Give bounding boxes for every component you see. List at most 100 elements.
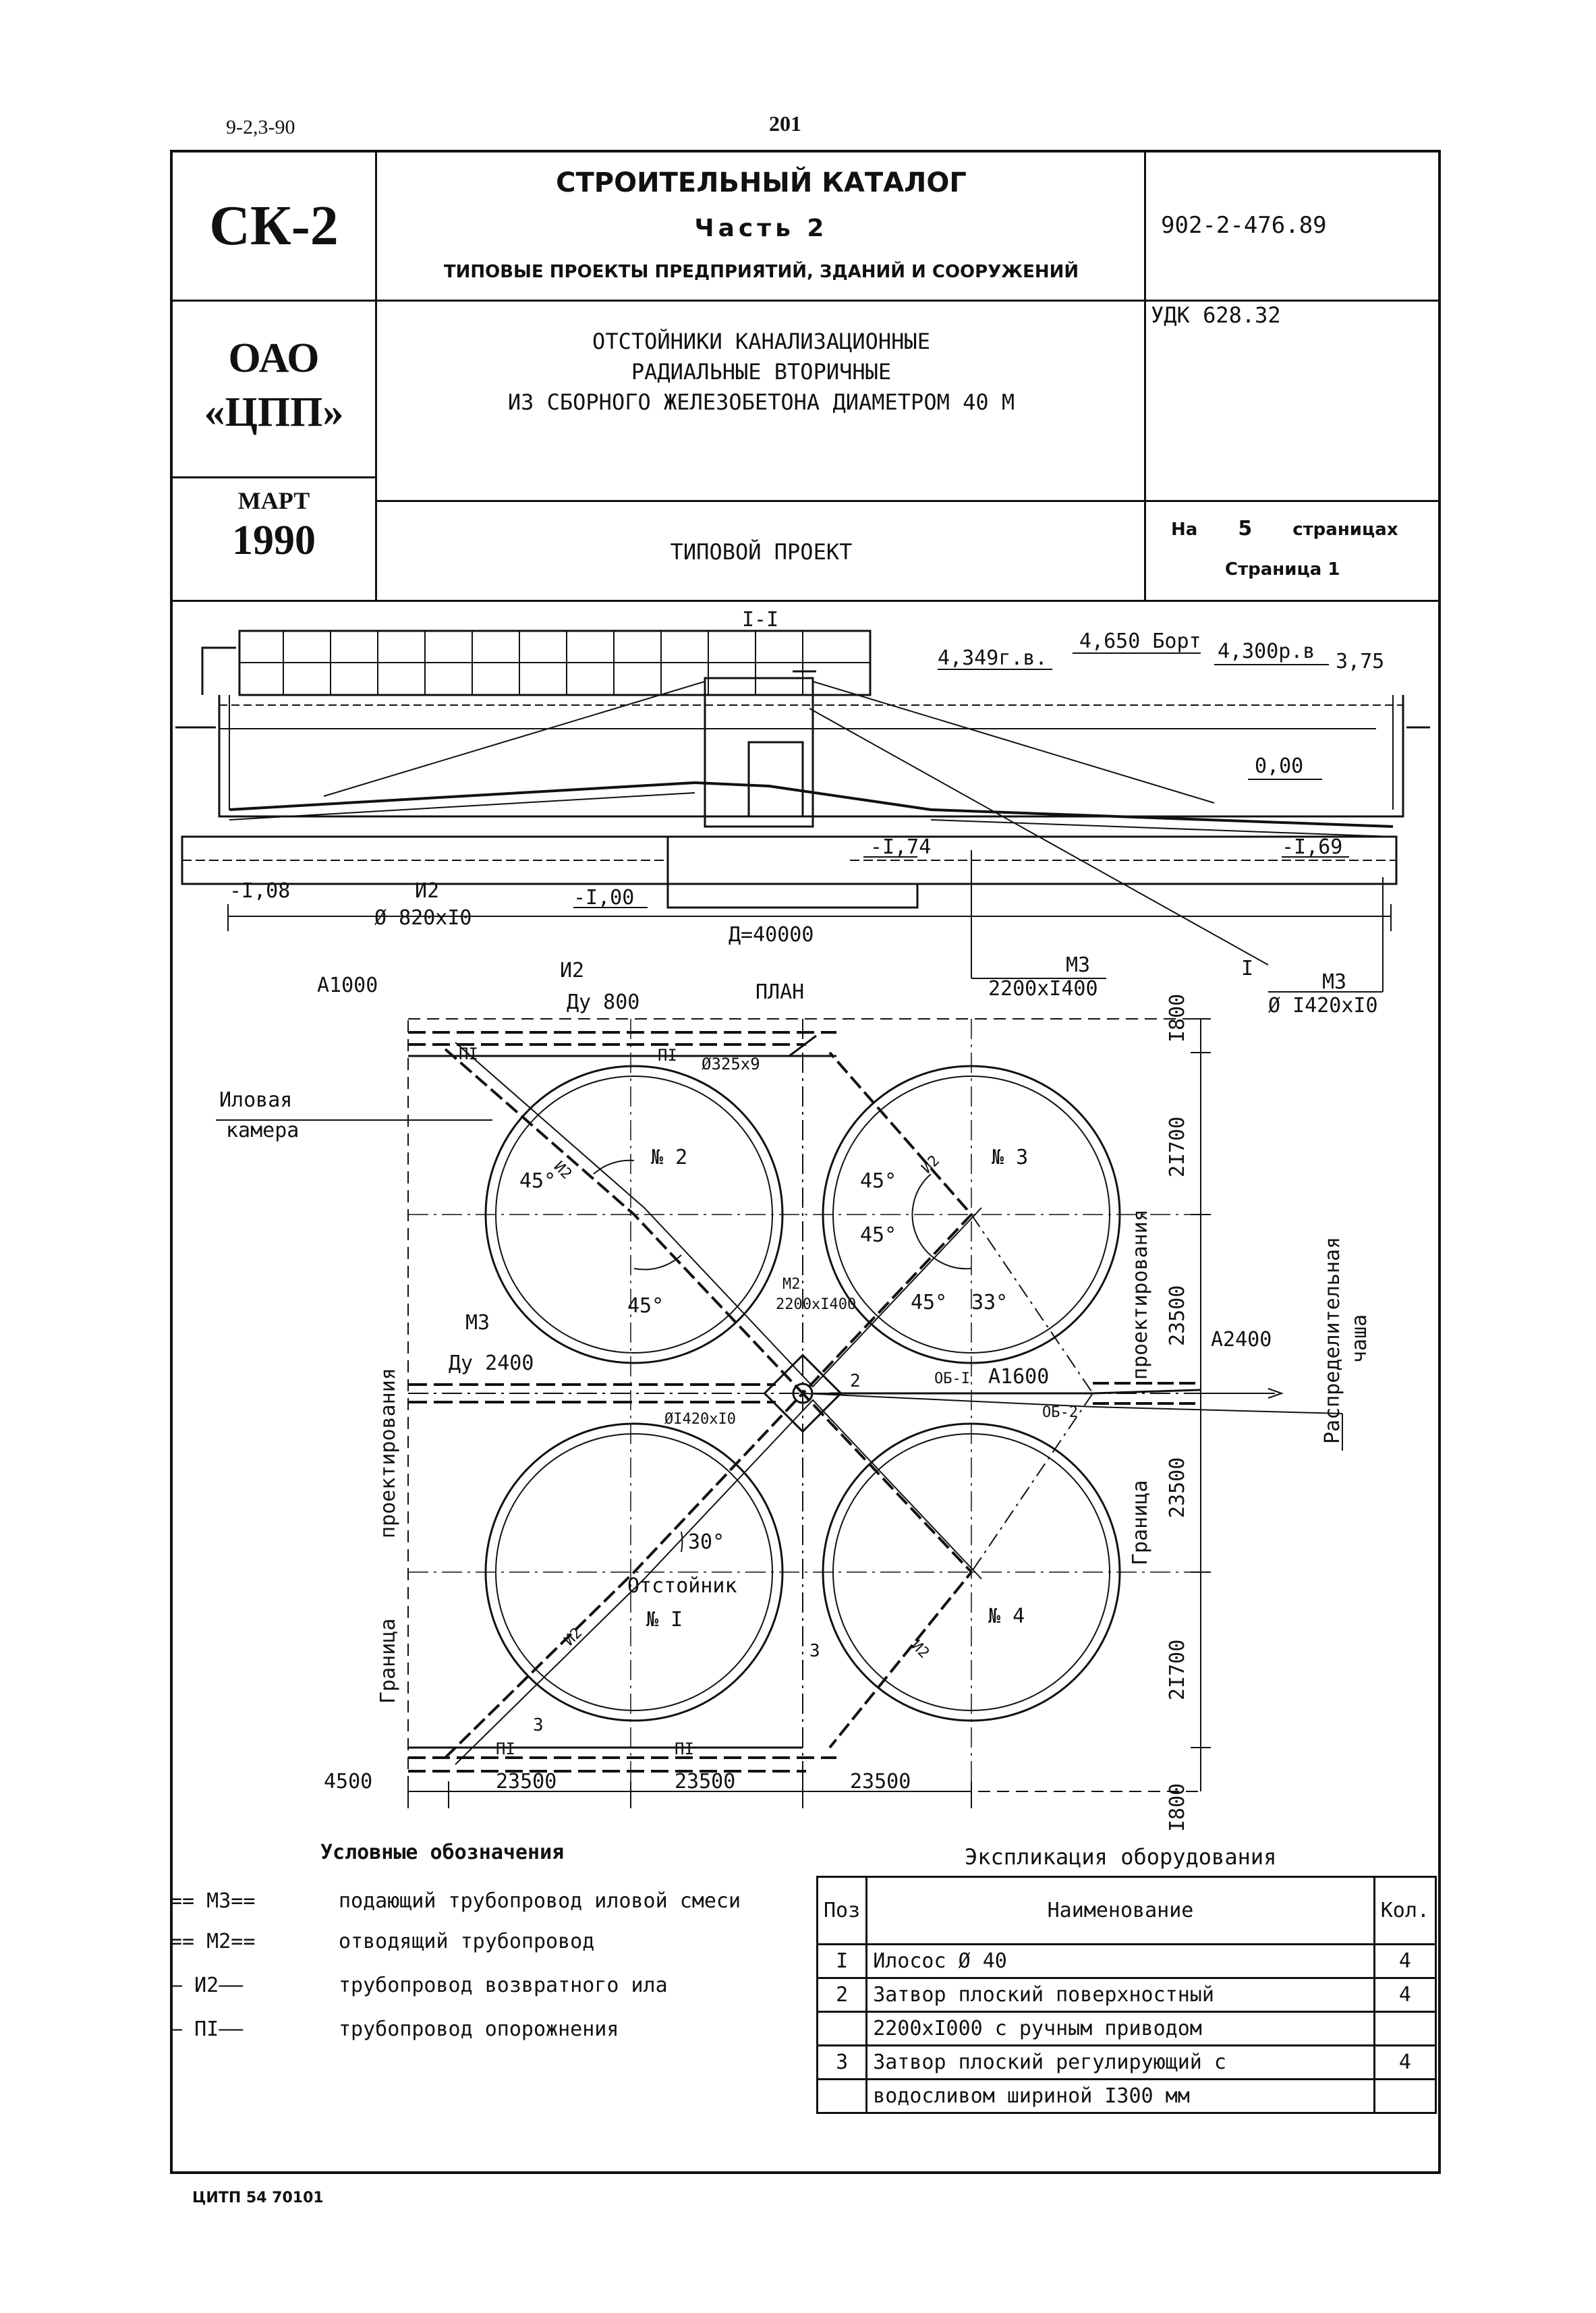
angle-45d: 45° xyxy=(860,1223,896,1247)
pos-3-label-a: 3 xyxy=(809,1641,820,1661)
boundary-right: Граница xyxy=(1129,1480,1152,1565)
explication-title: Экспликация оборудования xyxy=(965,1844,1277,1870)
d1420-label: ØI420xI0 xyxy=(664,1411,736,1428)
p1-label-b: ПI xyxy=(658,1046,677,1065)
dim-h1: 23500 xyxy=(496,1770,557,1793)
angle-45e: 45° xyxy=(911,1291,947,1314)
catalog-subtitle: ТИПОВЫЕ ПРОЕКТЫ ПРЕДПРИЯТИЙ, ЗДАНИЙ И СО… xyxy=(443,262,1079,282)
angle-45a: 45° xyxy=(519,1169,556,1193)
col-name: Наименование xyxy=(865,1876,1375,1945)
cut-mark: I xyxy=(1241,957,1253,980)
tank-label-2: № 2 xyxy=(651,1146,687,1169)
ob2-label: ОБ-2 xyxy=(1042,1404,1078,1421)
bridge-support xyxy=(201,646,236,695)
i2-label-b: И2 xyxy=(919,1152,943,1177)
m3-right-label: М3 xyxy=(1322,970,1346,994)
m3-left-dim: 2200xI400 xyxy=(988,977,1098,1001)
a1000-label: А1000 xyxy=(317,974,378,997)
pipe-i2-dim: Ø 820xI0 xyxy=(374,906,472,930)
catalog-part: Часть 2 xyxy=(694,215,828,242)
angle-33: 33° xyxy=(971,1291,1008,1314)
a1600-label: А1600 xyxy=(988,1365,1049,1389)
catalog-title: СТРОИТЕЛЬНЫЙ КАТАЛОГ xyxy=(556,167,967,198)
m3-plan-label: М3 xyxy=(465,1311,490,1335)
pos-2-label: 2 xyxy=(850,1371,861,1391)
m2-label: М2 xyxy=(782,1276,801,1293)
table-row: 3 Затвор плоский регулирующий с 4 xyxy=(816,2044,1437,2080)
project-type: ТИПОВОЙ ПРОЕКТ xyxy=(670,539,853,565)
legend-title: Условные обозначения xyxy=(320,1841,565,1864)
dim-v5: 2I700 xyxy=(1166,1640,1189,1700)
silt-chamber-1: Иловая xyxy=(219,1088,292,1112)
udk-code: УДК 628.32 xyxy=(1151,302,1281,328)
level-m108: -I,08 xyxy=(229,879,290,903)
silt-chamber-2: камера xyxy=(226,1119,299,1142)
header-divider xyxy=(375,500,1441,502)
org-name: ОАО «ЦПП» xyxy=(204,335,344,435)
explication-table: Поз Наименование Кол. I Илосос Ø 40 4 2 … xyxy=(816,1876,1437,2114)
header-divider xyxy=(173,476,375,478)
col-pos: Поз xyxy=(816,1876,868,1945)
header-divider xyxy=(173,300,1441,302)
dim-v1: I800 xyxy=(1166,994,1189,1042)
page-number: 201 xyxy=(769,111,801,136)
tank-label-1: № I xyxy=(646,1608,683,1632)
settler-label: Отстойник xyxy=(627,1574,737,1598)
section-label: I-I xyxy=(742,608,778,632)
document-frame: СК-2 ОАО «ЦПП» МАРТ 1990 СТРОИТЕЛЬНЫЙ КА… xyxy=(170,150,1441,2174)
doc-ref: 9-2,3-90 xyxy=(226,116,295,138)
level-m174: -I,74 xyxy=(870,835,931,859)
diameter-label: Д=40000 xyxy=(729,923,814,947)
level-design: 4,300р.в xyxy=(1218,640,1315,663)
pos-3-label-b: 3 xyxy=(533,1715,544,1735)
issue-year: 1990 xyxy=(232,518,316,563)
ob1-label: ОБ-I xyxy=(934,1370,970,1387)
tank-label-3: № 3 xyxy=(992,1146,1028,1169)
tank-4 xyxy=(822,1422,1121,1722)
pipe-i2-label: И2 xyxy=(415,879,439,903)
distrib-label-2: чаша xyxy=(1348,1314,1371,1363)
m3-right-dim: Ø I420xI0 xyxy=(1268,994,1378,1018)
tank-2 xyxy=(484,1065,784,1364)
angle-30: 30° xyxy=(688,1530,724,1554)
dim-v4: 23500 xyxy=(1166,1457,1189,1518)
col-qty: Кол. xyxy=(1373,1876,1437,1945)
p1-bottom-label-b: ПI xyxy=(496,1739,515,1758)
design-left: проектирования xyxy=(376,1368,400,1538)
a2400-label: А2400 xyxy=(1211,1328,1272,1351)
level-ground-water: 4,349г.в. xyxy=(938,646,1048,670)
dim-v6: I800 xyxy=(1166,1783,1189,1832)
plan-title: ПЛАН xyxy=(756,980,804,1004)
m3-left-label: М3 xyxy=(1066,953,1090,977)
angle-45c: 45° xyxy=(860,1169,896,1193)
table-row: водосливом шириной I300 мм xyxy=(816,2078,1437,2114)
p1-bottom-label: ПI xyxy=(675,1739,694,1758)
series-code: СК-2 xyxy=(209,194,339,257)
header-divider xyxy=(375,152,377,601)
du2400-label: Ду 2400 xyxy=(449,1351,534,1375)
tank-3 xyxy=(822,1065,1121,1364)
table-row: 2 Затвор плоский поверхностный 4 xyxy=(816,1977,1437,2013)
table-row: 2200xI000 с ручным приводом xyxy=(816,2011,1437,2046)
header-divider xyxy=(1144,152,1146,601)
angle-45b: 45° xyxy=(627,1294,664,1318)
dim-4500: 4500 xyxy=(324,1770,372,1793)
dim-h3: 23500 xyxy=(850,1770,911,1793)
dim-v3: 23500 xyxy=(1166,1285,1189,1346)
project-title: ОТСТОЙНИКИ КАНАЛИЗАЦИОННЫЕ РАДИАЛЬНЫЕ ВТ… xyxy=(507,329,1015,415)
du800-label: Ду 800 xyxy=(567,991,639,1014)
design-right: проектирования xyxy=(1129,1209,1152,1380)
level-375: 3,75 xyxy=(1336,650,1384,673)
tank-wall xyxy=(218,695,1404,818)
page-indicator: Страница 1 xyxy=(1225,559,1340,580)
footer-code: ЦИТП 54 70101 xyxy=(192,2190,324,2206)
level-m169: -I,69 xyxy=(1282,835,1342,859)
project-code: 902-2-476.89 xyxy=(1161,212,1327,239)
i2-label-c: И2 xyxy=(561,1625,586,1649)
tank-label-4: № 4 xyxy=(988,1605,1025,1628)
i2-top-label: И2 xyxy=(560,959,584,982)
dim-h2: 23500 xyxy=(675,1770,735,1793)
dim-v2: 2I700 xyxy=(1166,1117,1189,1177)
